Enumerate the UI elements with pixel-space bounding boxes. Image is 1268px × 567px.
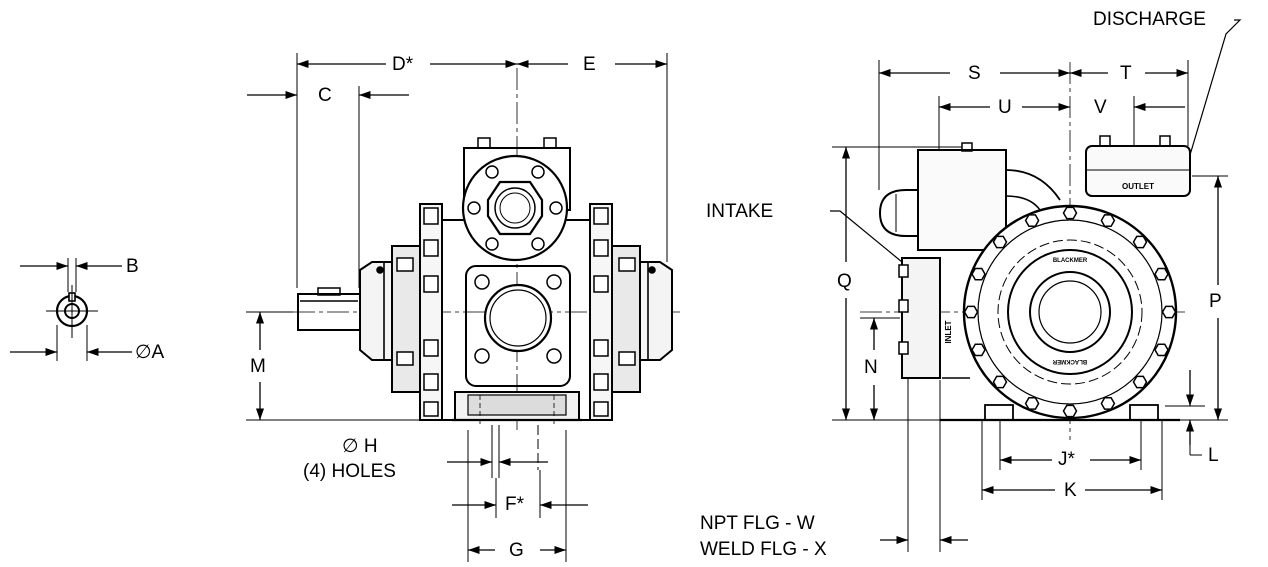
flange-bolt [1062,404,1078,418]
dim-label-b: B [126,256,139,277]
flange-bolt [971,343,986,357]
dim-label-k: K [1064,480,1077,501]
dim-label-t: T [1120,63,1132,84]
flange-bolt [1100,214,1116,227]
dim-label-l: L [1208,445,1219,466]
flange-bolt [1154,343,1169,357]
dim-label-c: C [318,85,332,106]
flange-bolt [1161,305,1177,319]
dim-label-q: Q [837,271,852,292]
flange-bolt [1132,235,1148,249]
dim-label-e: E [583,54,596,75]
flange-bolt [1062,206,1078,220]
dim-label-h-holes: (4) HOLES [303,461,396,482]
dim-label-s: S [968,63,981,84]
flange-bolt [971,267,986,281]
flange-bolt [963,305,979,319]
pump-side-view [860,62,1191,440]
flange-bolt [1024,397,1040,410]
flange-bolt [1132,375,1148,389]
flange-bolt [1154,267,1169,281]
dim-label-h: ∅ H [342,436,378,457]
discharge-label: DISCHARGE [1093,9,1206,30]
flange-bolt [992,375,1008,389]
side-view-dimensions [830,19,1242,552]
dim-label-j: J* [1058,449,1075,470]
casting-markings: OUTLET INLET BLACKMER BLACKMER [944,182,1154,364]
blackmer-top-casting: BLACKMER [1053,258,1088,264]
outlet-casting-label: OUTLET [1122,182,1154,191]
dim-label-a: ∅A [135,342,165,363]
flange-bolt [1024,214,1040,227]
flange-bolt [992,235,1008,249]
shaft-end-view [10,258,132,361]
intake-label: INTAKE [706,201,774,222]
dim-label-d: D* [392,54,414,75]
dim-label-f: F* [505,494,524,515]
blackmer-bottom-casting: BLACKMER [1052,358,1087,364]
weld-flange-label: WELD FLG - X [700,539,827,560]
dim-label-n: N [864,357,878,378]
dim-label-v: V [1094,97,1107,118]
pump-front-view [293,68,680,430]
flange-bolt [1100,397,1116,410]
inlet-casting-label: INLET [944,320,953,343]
front-view-dimensions [246,53,668,562]
dim-label-p: P [1209,291,1222,312]
dim-label-u: U [998,97,1012,118]
npt-flange-label: NPT FLG - W [700,513,815,534]
dim-label-g: G [509,540,524,561]
dim-label-m: M [250,356,266,377]
